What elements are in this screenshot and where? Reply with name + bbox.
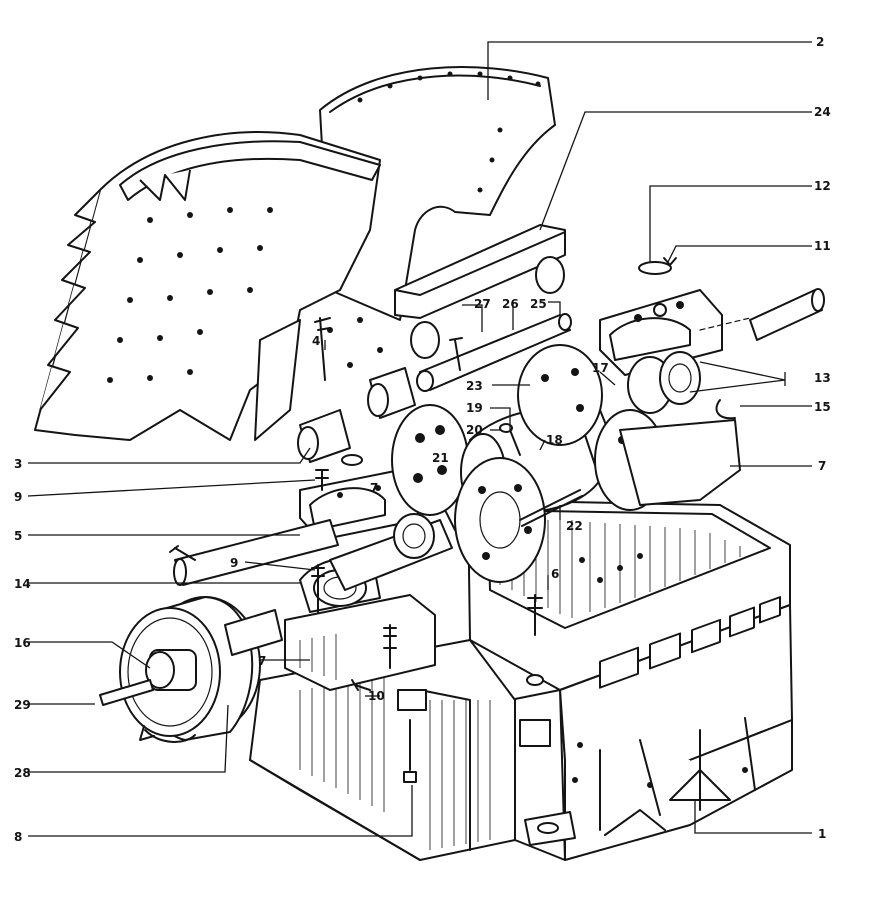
callout-27: 27 [474,297,491,311]
callout-2: 2 [816,35,824,49]
callout-25: 25 [530,297,547,311]
callout-4: 4 [312,334,320,348]
frame-bolt-holes [572,553,748,788]
callout-23: 23 [466,379,483,393]
left-bearing-assembly [169,469,453,691]
flywheel [119,596,283,743]
callout-13: 13 [814,371,831,385]
callout-20: 20 [466,423,483,437]
jaw-teeth [39,169,191,411]
jaw-plates [34,66,556,441]
callout-7-right: 7 [818,459,826,473]
callout-10: 10 [368,689,385,703]
arch-rivet-holes [357,71,541,193]
callout-3: 3 [14,457,22,471]
toggle-bar-and-shafts [297,224,572,466]
callout-6: 6 [551,567,559,581]
callout-14: 14 [14,577,31,591]
base-left-hatching [299,676,491,850]
callout-28: 28 [14,766,31,780]
callout-16: 16 [14,636,31,650]
frame-windows [519,596,781,747]
central-shaft-assembly [391,344,666,583]
callout-24: 24 [814,105,831,119]
callout-19: 19 [466,401,483,415]
callout-8: 8 [14,830,22,844]
callout-5: 5 [14,529,22,543]
callout-22: 22 [566,519,583,533]
callout-26: 26 [502,297,519,311]
callout-9-lower: 9 [230,556,238,570]
callout-18: 18 [546,433,563,447]
callout-1: 1 [818,827,826,841]
callout-21: 21 [432,451,449,465]
callout-9-upper: 9 [14,490,22,504]
callout-labels: 2 24 12 11 27 26 25 4 17 13 23 15 19 20 … [14,35,831,844]
callout-12: 12 [814,179,831,193]
callout-7-lower: 7 [258,654,266,668]
base-frame [249,499,793,861]
fasteners [99,594,544,783]
callout-29: 29 [14,698,31,712]
callout-17: 17 [592,361,609,375]
leader-lines [27,41,812,837]
callout-11: 11 [814,239,831,253]
callout-15: 15 [814,400,831,414]
right-bearing-assembly [599,257,825,506]
callout-7-upper: 7 [370,481,378,495]
